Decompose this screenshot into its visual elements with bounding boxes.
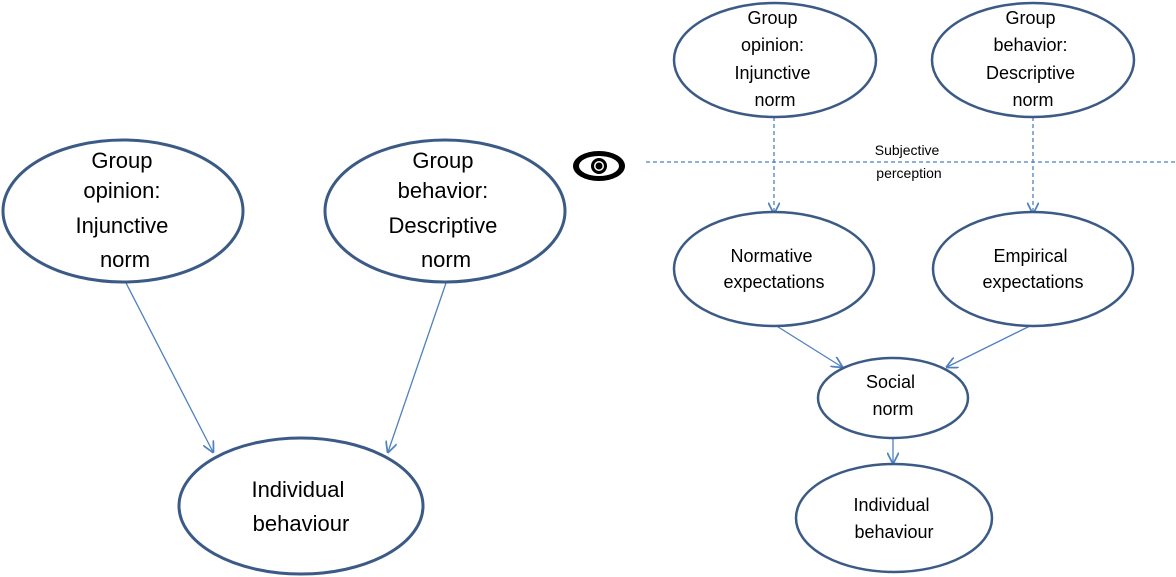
node-label: Individual behaviour: [251, 477, 350, 536]
edge-descriptive-to-behaviour: [388, 282, 447, 452]
right-diagram: Subjective perception Group opinion: Inj…: [646, 1, 1176, 574]
left-node-individual-behaviour: Individual behaviour: [177, 436, 425, 576]
right-node-social-norm: Social norm: [816, 356, 970, 440]
right-node-descriptive-norm: Group behavior: Descriptive norm: [930, 1, 1136, 119]
right-node-empirical-expectations: Empirical expectations: [931, 210, 1135, 328]
node-label: Normative expectations: [723, 246, 824, 292]
right-node-injunctive-norm: Group opinion: Injunctive norm: [672, 1, 878, 119]
node-label: Social norm: [866, 372, 920, 419]
edge-injunctive-to-behaviour: [125, 282, 213, 452]
right-node-normative-expectations: Normative expectations: [672, 210, 876, 328]
left-node-descriptive-norm: Group behavior: Descriptive norm: [323, 138, 567, 284]
node-label: Group behavior: Descriptive norm: [986, 8, 1080, 110]
right-node-individual-behaviour: Individual behaviour: [794, 462, 994, 574]
left-diagram: Group opinion: Injunctive norm Group beh…: [1, 138, 567, 576]
node-label: Individual behaviour: [853, 495, 934, 542]
perception-label: Subjective perception: [875, 142, 943, 181]
node-label: Empirical expectations: [982, 246, 1083, 292]
edge-normative-to-social: [774, 324, 842, 367]
node-label: Group opinion: Injunctive norm: [734, 8, 815, 110]
node-label: Group behavior: Descriptive norm: [389, 148, 504, 272]
edge-empirical-to-social: [947, 324, 1033, 367]
eye-icon: [573, 151, 625, 181]
node-label: Group opinion: Injunctive norm: [75, 148, 174, 272]
left-node-injunctive-norm: Group opinion: Injunctive norm: [1, 138, 245, 284]
